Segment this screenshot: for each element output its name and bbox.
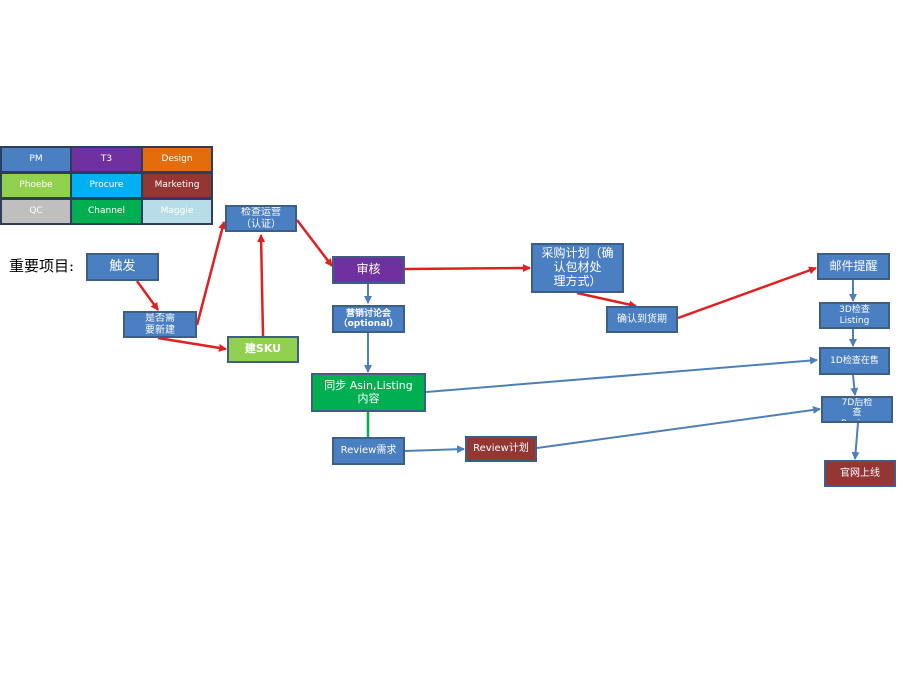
legend-procure: Procure (72, 174, 141, 197)
node-check-operations[interactable]: 检查运营 （认证） (225, 205, 297, 232)
arrow-check-ops-to-review (296, 219, 333, 267)
arrow-review-to-purchase (404, 264, 531, 273)
arrow-build-sku-to-check-ops (257, 234, 266, 337)
page-title: 重要项目: (9, 257, 75, 275)
legend-channel: Channel (72, 200, 141, 223)
legend-pm: PM (2, 148, 70, 171)
node-review[interactable]: 审核 (332, 256, 405, 284)
legend-design: Design (143, 148, 211, 171)
node-review-plan[interactable]: Review计划 (465, 436, 537, 462)
arrow-review-need-to-plan (404, 445, 465, 454)
node-need-new-sku[interactable]: 是否需 要新建 SKU (123, 311, 197, 338)
legend-marketing: Marketing (143, 174, 211, 197)
node-build-sku[interactable]: 建SKU (227, 336, 299, 363)
arrow-trigger-to-decision (135, 280, 160, 311)
arrow-decision-to-build-sku (157, 336, 227, 352)
node-1d-check-on-sale[interactable]: 1D检查在售 (819, 347, 890, 375)
node-sync-asin-listing[interactable]: 同步 Asin,Listing 内容 (311, 373, 426, 412)
arrow-7d-to-launch (851, 422, 860, 460)
legend-t3: T3 (72, 148, 141, 171)
legend-qc: QC (2, 200, 70, 223)
legend-maggie: Maggie (143, 200, 211, 223)
node-3d-check-listing[interactable]: 3D检查 Listing (819, 302, 890, 329)
arrow-sync-to-1d (425, 356, 818, 393)
legend-phoebe: Phoebe (2, 174, 70, 197)
node-review-need[interactable]: Review需求 (332, 437, 405, 465)
arrow-plan-to-7d (536, 405, 821, 449)
role-legend: PM T3 Design Phoebe Procure Marketing QC… (0, 146, 213, 225)
node-trigger[interactable]: 触发 (86, 253, 159, 281)
arrow-confirm-to-email (677, 266, 817, 320)
node-launch-official-site[interactable]: 官网上线 (824, 460, 896, 487)
node-confirm-arrival[interactable]: 确认到货期 (606, 306, 678, 333)
node-purchase-plan[interactable]: 采购计划（确 认包材处 理方式） (531, 243, 624, 293)
arrow-purchase-to-confirm (576, 291, 637, 309)
node-marketing-meeting[interactable]: 营销讨论会 （optional） (332, 305, 405, 333)
node-email-reminder[interactable]: 邮件提醒 (817, 253, 890, 280)
arrow-decision-to-check-ops (195, 221, 227, 326)
arrow-1d-to-7d (850, 374, 859, 396)
node-7d-check-review[interactable]: 7D后检 查 Review (821, 396, 893, 423)
